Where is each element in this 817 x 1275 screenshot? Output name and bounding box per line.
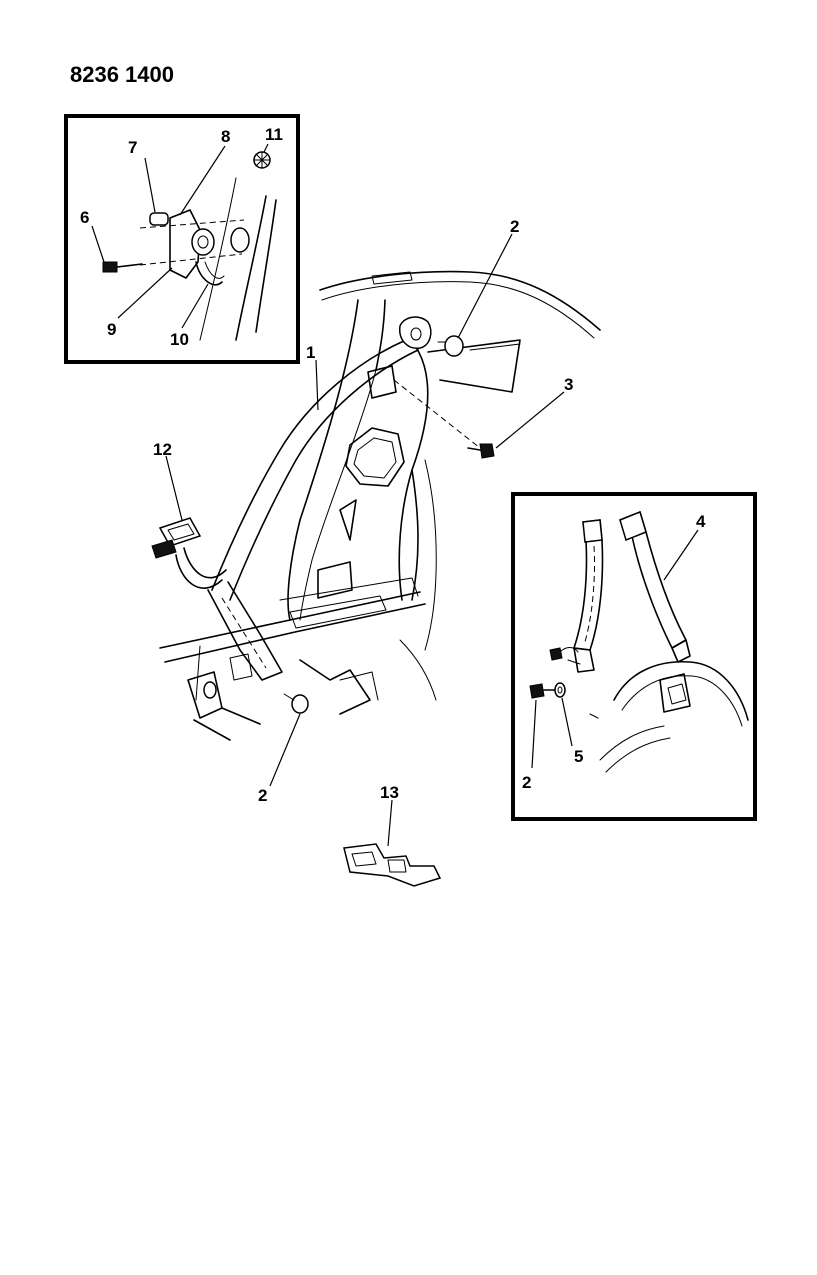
c-pillar-outer	[287, 299, 359, 621]
bolt-icon	[529, 683, 557, 699]
spacer	[149, 212, 169, 226]
bolt-icon	[283, 693, 309, 714]
main-view: 1 2 3 12 2	[151, 217, 601, 805]
callout-6: 6	[80, 208, 89, 227]
washer-icon	[554, 682, 566, 698]
callout-7: 7	[128, 138, 137, 157]
callout-9: 9	[107, 320, 116, 339]
seat-belt-webbing	[211, 339, 407, 591]
retractor-detail-inset: 4 2 5	[511, 492, 757, 821]
callout-5: 5	[574, 747, 583, 766]
window-ledge	[427, 339, 521, 393]
floor-sill	[159, 591, 421, 649]
panel-cutout	[339, 499, 357, 541]
inset-panel-curve	[613, 660, 749, 721]
callout-8: 8	[221, 127, 230, 146]
callout-2-inset: 2	[522, 773, 531, 792]
drawing-code: 8236 1400	[70, 62, 174, 87]
callout-13: 13	[380, 783, 399, 802]
pillar-edge	[235, 195, 267, 341]
callout-2-floor: 2	[258, 786, 267, 805]
buckle-icon	[343, 843, 442, 887]
roof-line	[319, 270, 601, 331]
callout-3: 3	[564, 375, 573, 394]
quarter-panel-inner	[398, 329, 429, 601]
bolt-icon	[437, 335, 464, 357]
inset-frame-top-left	[64, 114, 300, 364]
inset-frame-right	[511, 492, 757, 821]
floor-pan-rib	[299, 659, 371, 715]
callout-11: 11	[265, 125, 283, 144]
callout-12: 12	[153, 440, 172, 459]
callout-2-upper: 2	[510, 217, 519, 236]
lower-belt-webbing	[207, 581, 283, 681]
callout-10: 10	[170, 330, 189, 349]
callout-4: 4	[696, 512, 706, 531]
speaker-opening	[345, 427, 405, 487]
buckle-plate-part: 13	[343, 783, 442, 887]
bolt-icon	[467, 443, 495, 459]
callout-1: 1	[306, 343, 315, 362]
buckle-icon	[151, 517, 202, 559]
anchor-strap	[195, 261, 223, 286]
anchor-detail-inset: 7 8 11 6 9 10	[64, 114, 300, 364]
bolt-icon	[102, 261, 143, 273]
upper-anchor	[399, 316, 432, 349]
retractor	[367, 365, 397, 399]
washer-icon	[253, 151, 271, 169]
